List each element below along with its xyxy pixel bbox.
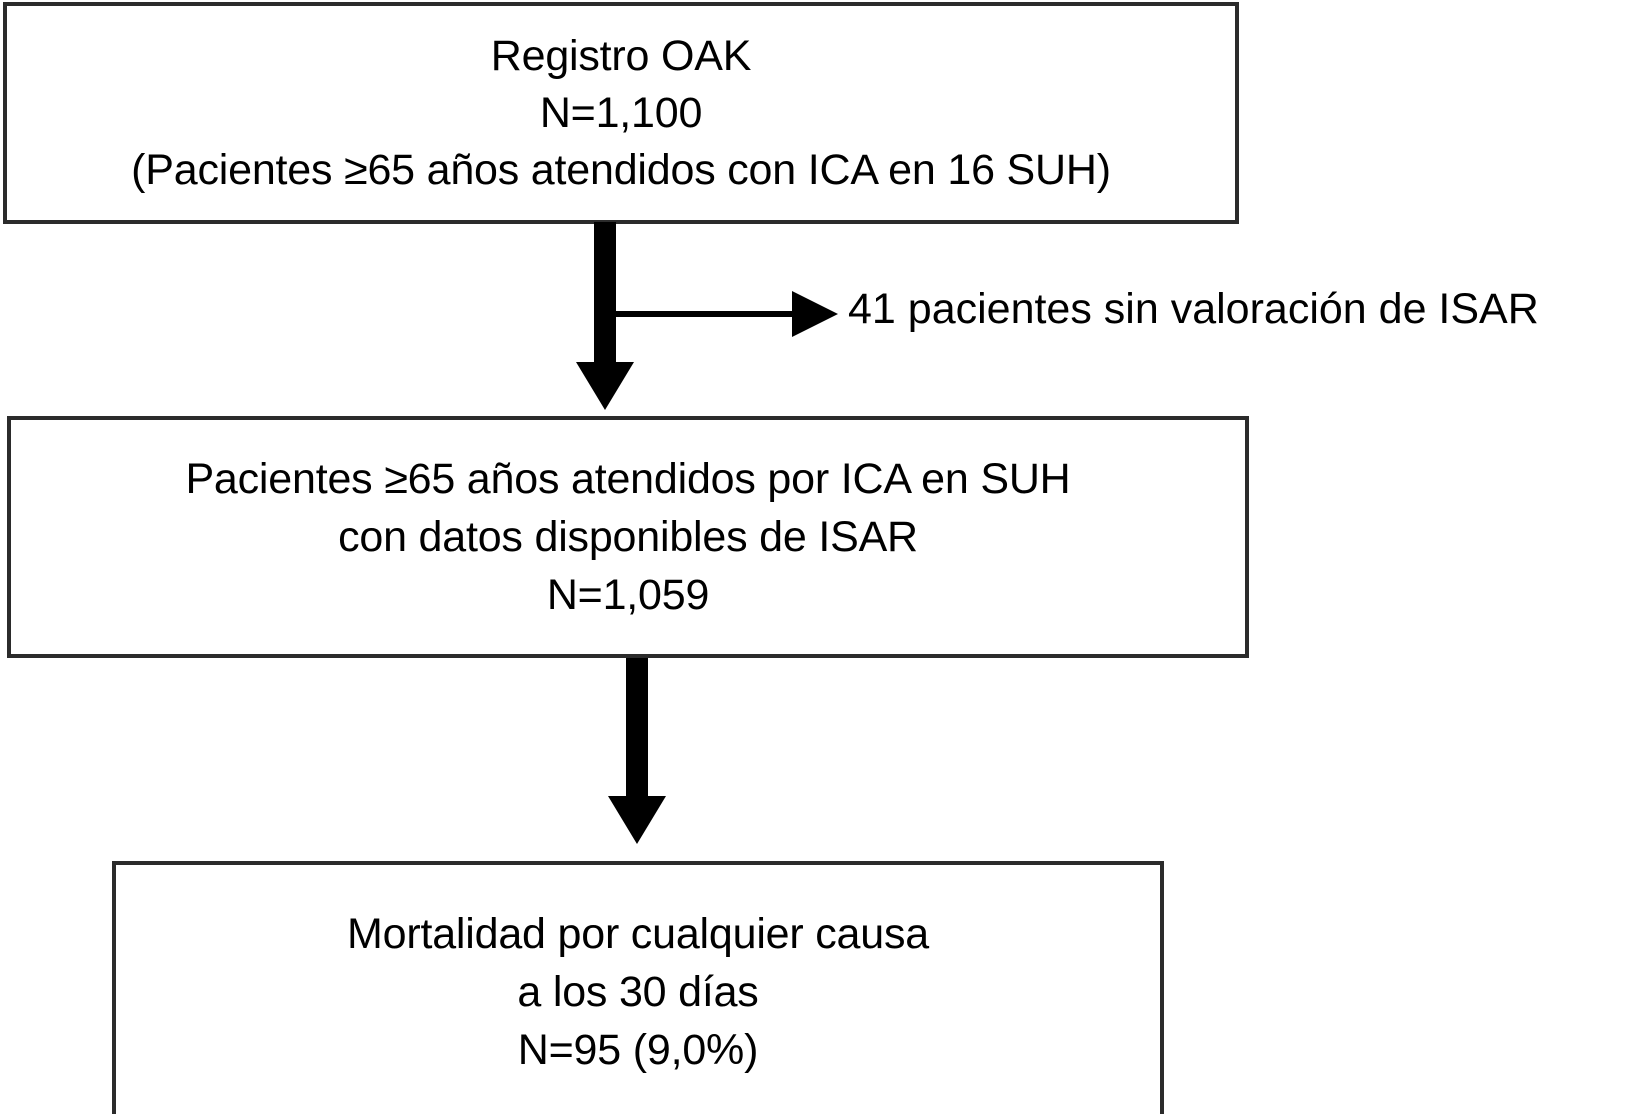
mortality-30-days-box: Mortalidad por cualquier causa a los 30 … bbox=[112, 861, 1164, 1114]
exclusion-no-isar-label: 41 pacientes sin valoración de ISAR bbox=[848, 285, 1539, 333]
arrow-head-down-icon bbox=[576, 362, 634, 410]
exclusion-branch-line bbox=[614, 311, 796, 317]
arrow-head-down-icon bbox=[608, 796, 666, 844]
isar-available-line-2: con datos disponibles de ISAR bbox=[338, 513, 918, 561]
arrow-shaft bbox=[594, 222, 616, 368]
isar-available-line-1: Pacientes ≥65 años atendidos por ICA en … bbox=[185, 455, 1071, 503]
isar-available-line-3: N=1,059 bbox=[546, 571, 710, 619]
mortality-line-3: N=95 (9,0%) bbox=[517, 1026, 759, 1074]
mortality-line-1: Mortalidad por cualquier causa bbox=[347, 910, 929, 958]
isar-available-box: Pacientes ≥65 años atendidos por ICA en … bbox=[7, 416, 1249, 658]
arrow-shaft bbox=[626, 658, 648, 802]
registro-oak-line-1: Registro OAK bbox=[490, 31, 752, 80]
arrow-head-right-icon bbox=[792, 291, 838, 337]
registro-oak-line-2: N=1,100 bbox=[539, 88, 703, 137]
mortality-line-2: a los 30 días bbox=[517, 968, 759, 1016]
registro-oak-line-3: (Pacientes ≥65 años atendidos con ICA en… bbox=[131, 145, 1111, 194]
registro-oak-box: Registro OAK N=1,100 (Pacientes ≥65 años… bbox=[3, 2, 1239, 224]
